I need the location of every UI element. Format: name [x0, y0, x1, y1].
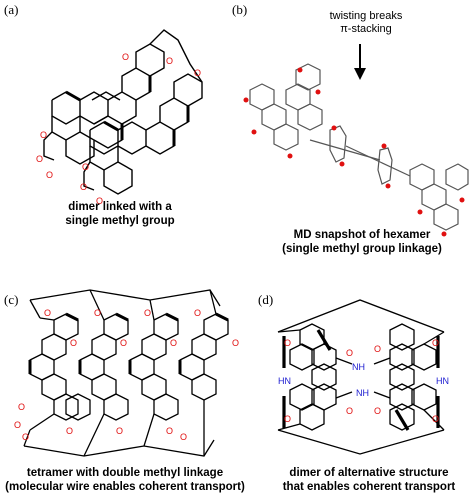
svg-text:O: O — [96, 196, 103, 206]
svg-text:O: O — [374, 344, 381, 354]
svg-text:O: O — [166, 426, 173, 436]
panel-a-caption-line1: dimer linked with a — [68, 201, 172, 213]
svg-text:O: O — [166, 56, 173, 66]
svg-text:O: O — [194, 308, 201, 318]
atom-label-nh-1: NH — [352, 362, 365, 372]
svg-text:O: O — [432, 414, 439, 424]
panel-a-caption: dimer linked with a single methyl group — [20, 200, 220, 228]
svg-text:O: O — [46, 170, 53, 180]
atom-label-nh-2: NH — [356, 388, 369, 398]
svg-text:O: O — [374, 406, 381, 416]
panel-c-caption-line1: tetramer with double methyl linkage — [26, 467, 224, 479]
svg-text:O: O — [346, 348, 353, 358]
panel-c-label: (c) — [4, 292, 19, 307]
svg-text:O: O — [122, 52, 129, 62]
svg-text:O: O — [170, 338, 177, 348]
panel-d-caption-line1: dimer of alternative structure — [289, 467, 449, 479]
annotation-line2: π-stacking — [340, 23, 392, 35]
svg-text:O: O — [14, 420, 21, 430]
annotation-line1: twisting breaks — [329, 10, 403, 22]
panel-d-label: (d) — [258, 292, 274, 307]
panel-b-caption: MD snapshot of hexamer (single methyl gr… — [262, 228, 462, 256]
svg-text:O: O — [194, 68, 201, 78]
svg-text:O: O — [94, 308, 101, 318]
svg-text:O: O — [66, 426, 73, 436]
atom-label-hn-left: HN — [278, 376, 291, 386]
svg-text:O: O — [432, 338, 439, 348]
panel-b-annotation: twisting breaks π-stacking — [306, 10, 426, 36]
svg-text:O: O — [284, 414, 291, 424]
panel-b-label: (b) — [232, 2, 248, 17]
svg-text:O: O — [18, 402, 25, 412]
svg-text:O: O — [44, 308, 51, 318]
panel-a-label: (a) — [4, 2, 19, 17]
panel-b-caption-line2: (single methyl group linkage) — [282, 243, 442, 255]
svg-text:O: O — [82, 162, 89, 172]
atom-label-hn-right: HN — [436, 376, 449, 386]
panel-c-caption: tetramer with double methyl linkage (mol… — [0, 466, 250, 494]
svg-text:O: O — [116, 426, 123, 436]
panel-a-caption-line2: single methyl group — [65, 215, 175, 227]
panel-d-caption-line2: that enables coherent transport — [282, 481, 456, 493]
panel-c-caption-line2: (molecular wire enables coherent transpo… — [5, 481, 245, 493]
svg-text:O: O — [120, 338, 127, 348]
svg-text:O: O — [346, 406, 353, 416]
svg-text:O: O — [22, 432, 29, 442]
svg-text:O: O — [40, 130, 47, 140]
svg-text:O: O — [284, 338, 291, 348]
svg-text:O: O — [144, 308, 151, 318]
svg-text:O: O — [232, 338, 239, 348]
svg-text:O: O — [180, 432, 187, 442]
svg-text:O: O — [80, 182, 87, 192]
svg-text:O: O — [70, 338, 77, 348]
svg-text:O: O — [36, 154, 43, 164]
panel-d-caption: dimer of alternative structure that enab… — [264, 466, 474, 494]
panel-b-caption-line1: MD snapshot of hexamer — [293, 229, 431, 241]
